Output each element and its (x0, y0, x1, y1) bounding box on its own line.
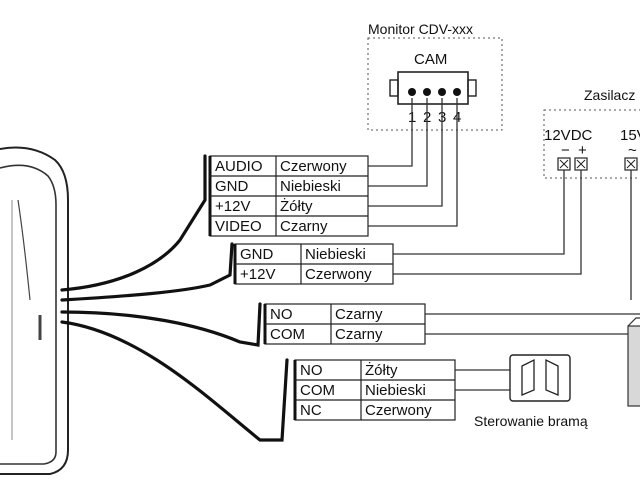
wire-color-label: Niebieski (365, 382, 426, 399)
power-cable-table: GND Niebieski +12V Czerwony (233, 243, 394, 285)
monitor-title: Monitor CDV-xxx (368, 21, 473, 37)
power-supply-title: Zasilacz (584, 87, 635, 103)
wire-color-label: Niebieski (280, 178, 341, 195)
monitor-unit: Monitor CDV-xxx CAM 1 2 3 4 (367, 21, 503, 131)
gate-label: Sterowanie bramą (474, 413, 588, 429)
signal-label: COM (270, 326, 305, 343)
signal-label: +12V (240, 266, 275, 283)
ac-output-label: 15V (620, 127, 640, 144)
signal-label: GND (240, 246, 274, 263)
cam-pin-dot (408, 88, 416, 96)
signal-label: VIDEO (215, 218, 262, 235)
dc-minus-label: − (561, 142, 570, 159)
wire-color-label: Czarny (335, 326, 383, 343)
door-camera-panel (0, 146, 69, 475)
dc-output-label: 12VDC (544, 127, 593, 144)
terminal-screw-icon (624, 157, 638, 171)
cable-bundle (60, 154, 289, 442)
gate-icon (509, 354, 571, 402)
cam-pin-dot (453, 88, 461, 96)
wire-color-label: Czarny (335, 306, 383, 323)
signal-label: COM (300, 382, 335, 399)
wire-color-label: Niebieski (305, 246, 366, 263)
wire-color-label: Czerwony (305, 266, 372, 283)
wire-color-label: Żółty (280, 197, 313, 215)
signal-label: AUDIO (215, 158, 263, 175)
cam-pin-dot (438, 88, 446, 96)
power-supply-unit: Zasilacz 12VDC 15V − + ~ (543, 87, 640, 179)
dc-plus-label: + (578, 142, 587, 159)
signal-label: NO (300, 362, 323, 379)
ac-tilde-label: ~ (628, 142, 637, 159)
wires (368, 98, 640, 391)
wire-color-label: Czerwony (365, 402, 432, 419)
cam-pin-dot (423, 88, 431, 96)
signal-label: GND (215, 178, 249, 195)
terminal-screw-icon (574, 157, 588, 171)
signal-label: NO (270, 306, 293, 323)
wire-color-label: Czarny (280, 218, 328, 235)
wire-color-label: Czerwony (280, 158, 347, 175)
electric-lock-icon (627, 317, 640, 407)
signal-label: +12V (215, 198, 250, 215)
wire-color-label: Żółty (365, 361, 398, 379)
signal-label: NC (300, 402, 322, 419)
terminal-screw-icon (557, 157, 571, 171)
cam-connector-label: CAM (414, 51, 447, 68)
gate-control: Sterowanie bramą (474, 354, 588, 429)
